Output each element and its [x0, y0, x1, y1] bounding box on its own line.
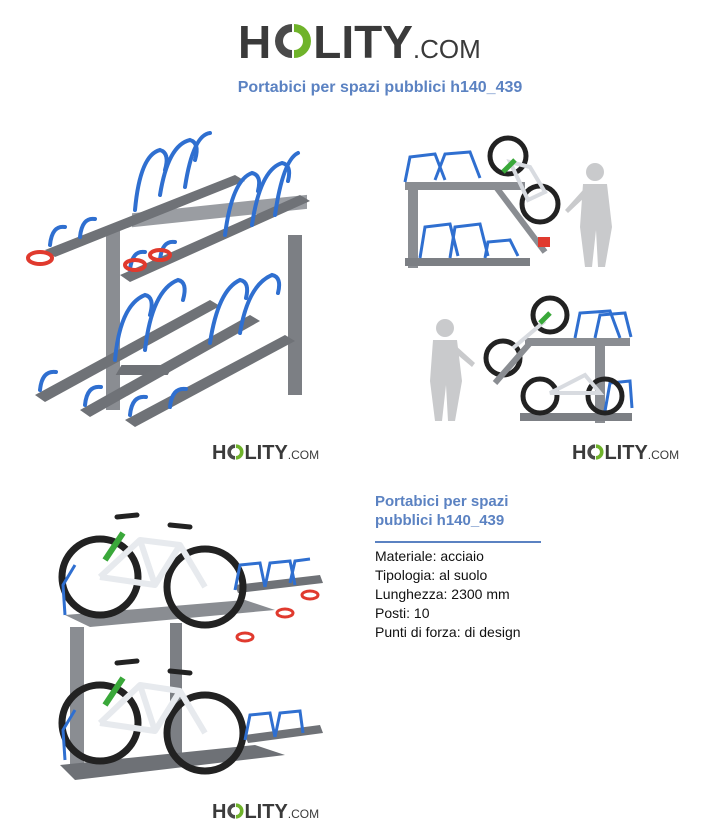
page-title: Portabici per spazi pubblici h140_439 — [237, 79, 523, 96]
spec-item-length: Lunghezza: 2300 mm — [375, 586, 510, 602]
rack-side-view-bottom-image — [425, 293, 635, 428]
holity-logo[interactable]: H LITY .COM — [238, 18, 481, 72]
product-title: Portabici per spazi pubblici h140_439 — [375, 493, 509, 529]
logo-dotcom: .COM — [647, 448, 680, 462]
logo-o-icon — [227, 803, 245, 819]
title-divider — [375, 541, 541, 543]
logo-letters-lity: LITY — [313, 16, 413, 68]
logo-letters-lity: LITY — [244, 801, 288, 823]
logo-dotcom: .COM — [287, 448, 320, 462]
logo-letter-h: H — [238, 16, 272, 68]
rack-side-view-top-image — [400, 132, 630, 272]
rack-with-bikes-image — [45, 505, 325, 790]
logo-letters-lity: LITY — [604, 442, 648, 464]
spec-list: Materiale: acciaio Tipologia: al suolo L… — [375, 547, 521, 642]
logo-o-icon — [227, 444, 245, 460]
logo-letter-h: H — [212, 801, 227, 823]
logo-letters-lity: LITY — [244, 442, 288, 464]
spec-item-material: Materiale: acciaio — [375, 548, 484, 564]
logo-o-icon — [587, 444, 605, 460]
logo-letter-h: H — [212, 442, 227, 464]
rack-front-view-image — [20, 125, 320, 430]
spec-item-strengths: Punti di forza: di design — [375, 624, 521, 640]
holity-logo-watermark: H LITY .COM — [212, 441, 319, 465]
logo-letter-h: H — [572, 442, 587, 464]
logo-o-icon — [275, 24, 312, 58]
holity-logo-watermark: H LITY .COM — [212, 800, 319, 824]
holity-logo-watermark: H LITY .COM — [572, 441, 679, 465]
logo-dotcom: .COM — [412, 34, 481, 64]
logo-dotcom: .COM — [287, 807, 320, 821]
spec-item-places: Posti: 10 — [375, 605, 430, 621]
spec-item-type: Tipologia: al suolo — [375, 567, 488, 583]
